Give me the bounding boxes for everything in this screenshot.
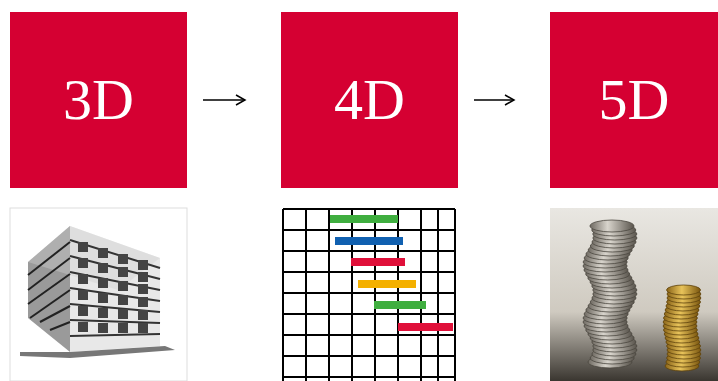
dimension-box: 3D — [10, 12, 187, 188]
coin — [667, 285, 701, 295]
gantt-bar — [358, 280, 416, 288]
gantt-bar — [351, 258, 405, 266]
coin — [590, 220, 634, 232]
dimension-box: 5D — [550, 12, 718, 188]
gantt-chart — [283, 209, 455, 381]
building-picture — [10, 208, 187, 381]
arrow-connector — [203, 99, 245, 101]
dimension-label: 3D — [63, 71, 134, 129]
dimension-box: 4D — [281, 12, 458, 188]
gantt-bar — [398, 323, 453, 331]
dimension-label: 4D — [334, 71, 405, 129]
coins-picture — [550, 208, 718, 381]
gantt-bar — [374, 301, 426, 309]
gantt-bar — [330, 215, 398, 223]
arrow-connector — [474, 99, 514, 101]
gantt-bar — [335, 237, 403, 245]
dimension-label: 5D — [599, 71, 670, 129]
